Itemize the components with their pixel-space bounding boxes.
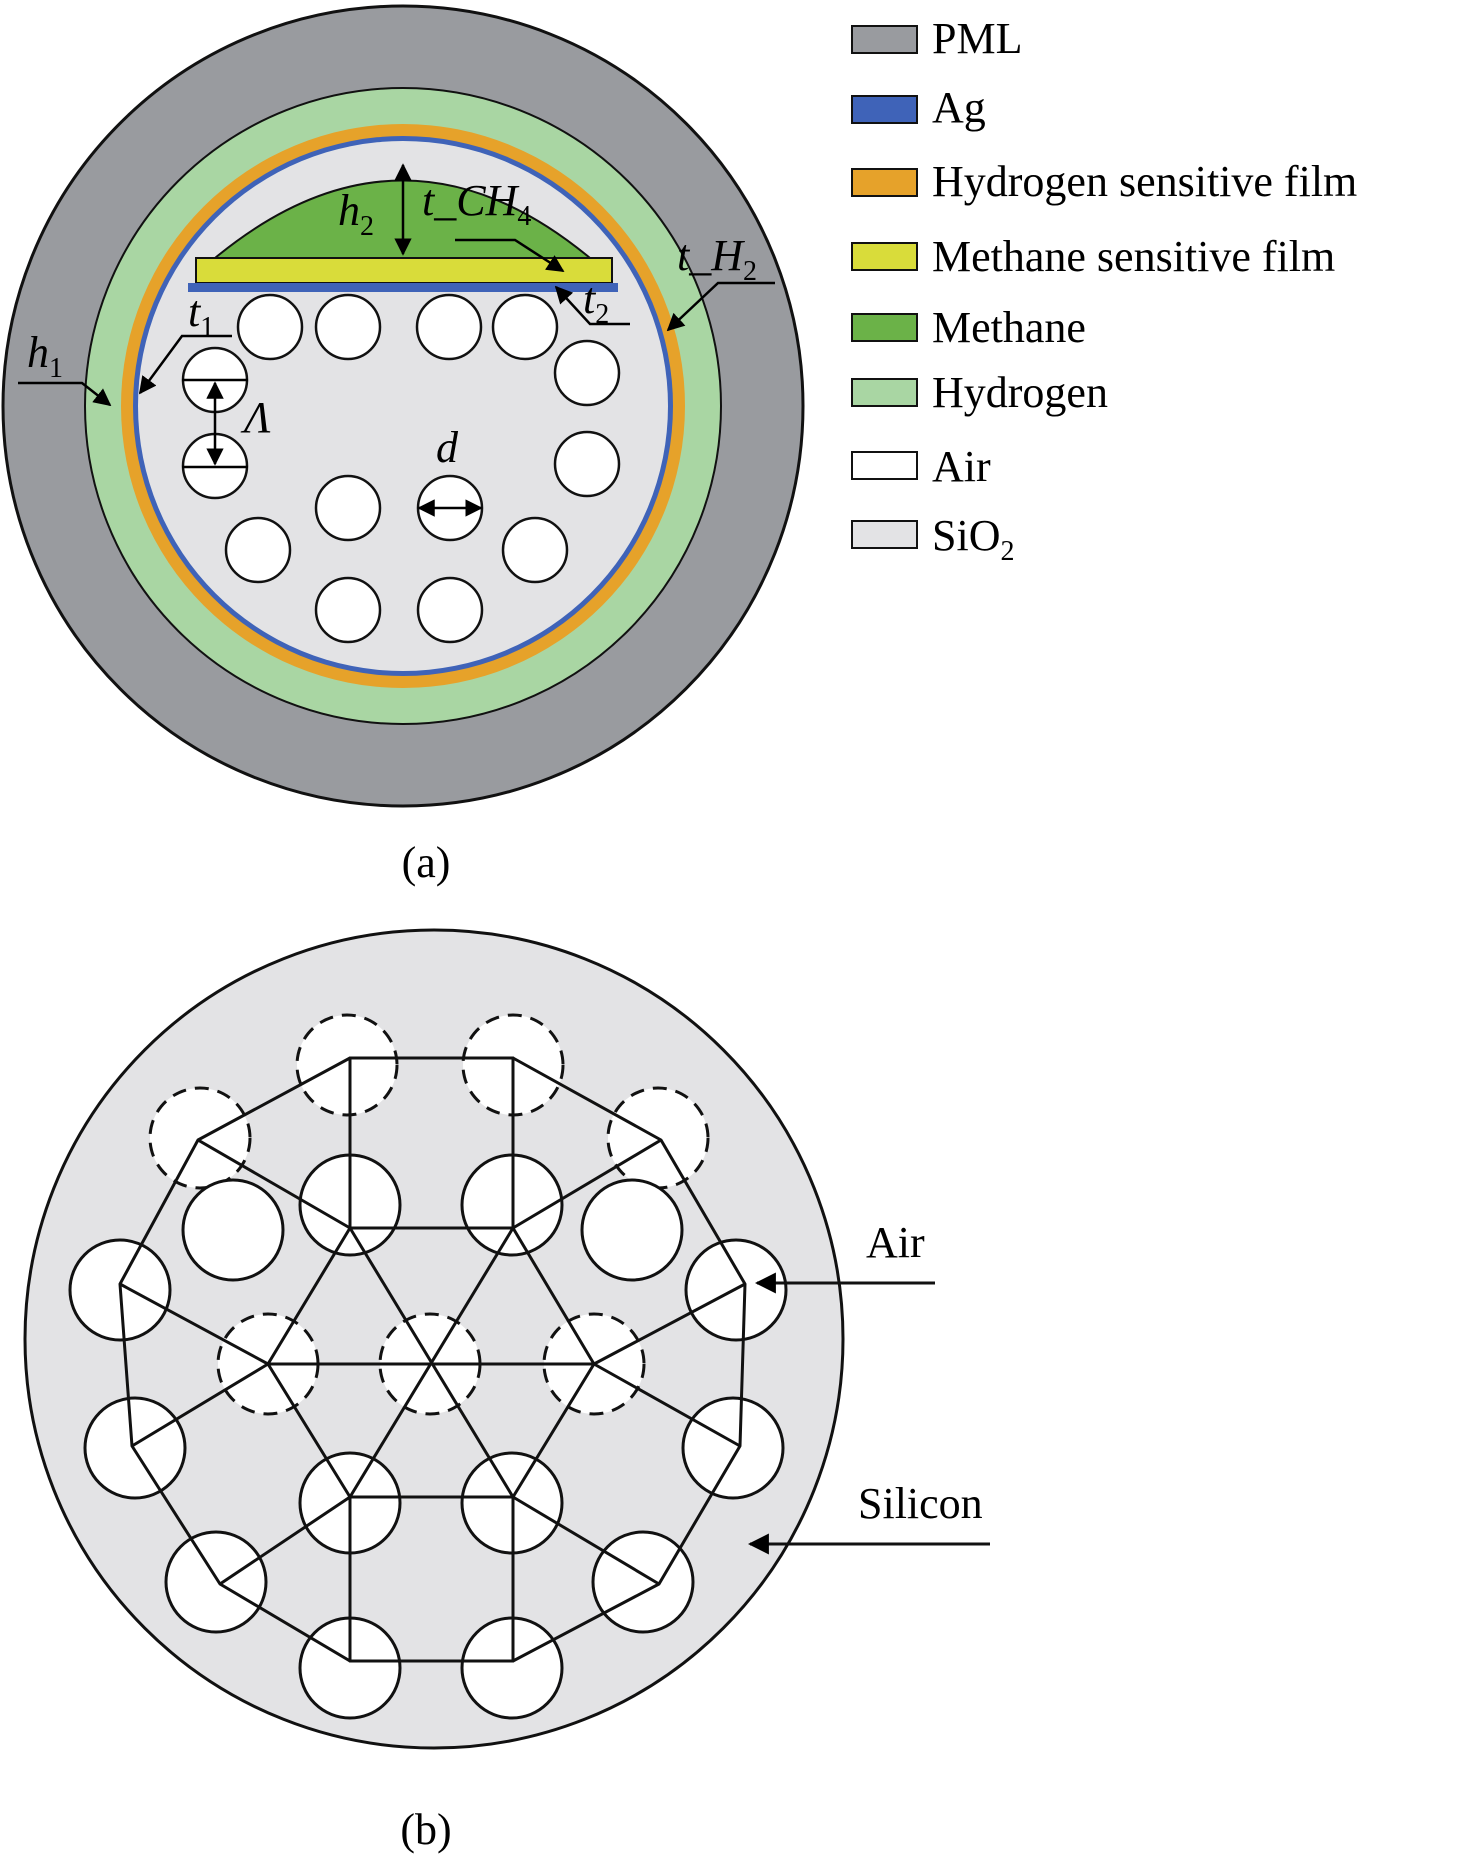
t2-leader bbox=[554, 285, 630, 326]
lattice-line bbox=[593, 1282, 746, 1366]
legend-label: Hydrogen bbox=[932, 368, 1108, 417]
legend-item-air: Air bbox=[851, 442, 991, 491]
ag-channel-film bbox=[188, 283, 618, 292]
legend-label: PML bbox=[932, 14, 1022, 63]
t-ch4-leader bbox=[455, 238, 565, 273]
legend-label: Hydrogen sensitive film bbox=[932, 157, 1357, 206]
air-hole bbox=[591, 1530, 695, 1634]
legend-label: Methane bbox=[932, 303, 1086, 352]
t1-leader bbox=[138, 334, 232, 395]
air-hole bbox=[553, 430, 621, 498]
h2-label: h2 bbox=[338, 186, 374, 242]
legend-swatch bbox=[851, 451, 918, 480]
panel-b: Air Silicon (b) bbox=[23, 928, 990, 1854]
air-hole bbox=[224, 516, 292, 584]
legend: PML Ag Hydrogen sensitive film Methane s… bbox=[851, 14, 1357, 567]
dimension-lines bbox=[18, 163, 775, 517]
legend-label: SiO2 bbox=[932, 511, 1014, 567]
t-h2-leader bbox=[666, 281, 775, 332]
legend-swatch bbox=[851, 168, 918, 197]
d-label: d bbox=[436, 423, 459, 472]
h1-leader bbox=[18, 381, 112, 407]
legend-item-hydrogen-sensitive-film: Hydrogen sensitive film bbox=[851, 157, 1357, 206]
dashed-air-hole bbox=[295, 1013, 399, 1117]
t-ch4-label: t_CH4 bbox=[422, 176, 531, 232]
air-hole bbox=[416, 576, 484, 644]
lattice-lines bbox=[118, 1056, 747, 1663]
legend-item-hydrogen: Hydrogen bbox=[851, 368, 1108, 417]
legend-swatch bbox=[851, 378, 918, 407]
lattice-line bbox=[119, 1282, 269, 1366]
legend-label: Ag bbox=[932, 83, 986, 132]
legend-item-pml: PML bbox=[851, 14, 1022, 63]
solid-holes bbox=[68, 1153, 788, 1720]
air-hole bbox=[236, 293, 304, 361]
t2-label: t2 bbox=[583, 274, 609, 330]
legend-swatch bbox=[851, 25, 918, 54]
air-hole bbox=[314, 576, 382, 644]
air-hole bbox=[580, 1178, 684, 1282]
lattice-line bbox=[512, 1495, 660, 1586]
legend-swatch bbox=[851, 520, 918, 549]
air-hole bbox=[491, 293, 559, 361]
lattice-line bbox=[219, 1495, 351, 1586]
air-hole bbox=[314, 474, 382, 542]
air-hole bbox=[681, 1396, 785, 1500]
lattice-line bbox=[197, 1138, 351, 1230]
lattice-line bbox=[593, 1362, 741, 1448]
legend-swatch bbox=[851, 313, 918, 342]
legend-item-methane-sensitive-film: Methane sensitive film bbox=[851, 232, 1335, 281]
h1-label: h1 bbox=[27, 328, 63, 384]
legend-item-methane: Methane bbox=[851, 303, 1086, 352]
t1-label: t1 bbox=[188, 287, 214, 343]
lambda-label: Λ bbox=[240, 393, 271, 442]
t-h2-label: t_H2 bbox=[677, 231, 757, 287]
lattice-line bbox=[348, 1227, 515, 1498]
air-label: Air bbox=[866, 1218, 925, 1267]
lattice-line bbox=[512, 1138, 662, 1230]
legend-swatch bbox=[851, 242, 918, 271]
legend-label: Air bbox=[932, 442, 991, 491]
legend-item-ag: Ag bbox=[851, 83, 986, 132]
lattice-line bbox=[131, 1362, 269, 1448]
air-hole bbox=[553, 339, 621, 407]
legend-swatch bbox=[851, 95, 918, 124]
air-hole bbox=[181, 1178, 285, 1282]
air-hole bbox=[501, 516, 569, 584]
air-hole bbox=[314, 293, 382, 361]
legend-item-sio2: SiO2 bbox=[851, 511, 1014, 567]
panel-a-caption: (a) bbox=[402, 838, 451, 887]
panel-a: h1 h2 t1 t2 t_CH4 t_H2 Λ d (a) bbox=[1, 4, 805, 887]
air-holes-a bbox=[181, 293, 621, 644]
silicon-label: Silicon bbox=[858, 1479, 983, 1528]
legend-label: Methane sensitive film bbox=[932, 232, 1335, 281]
panel-b-caption: (b) bbox=[400, 1805, 451, 1854]
air-hole bbox=[415, 293, 483, 361]
air-hole bbox=[164, 1530, 268, 1634]
